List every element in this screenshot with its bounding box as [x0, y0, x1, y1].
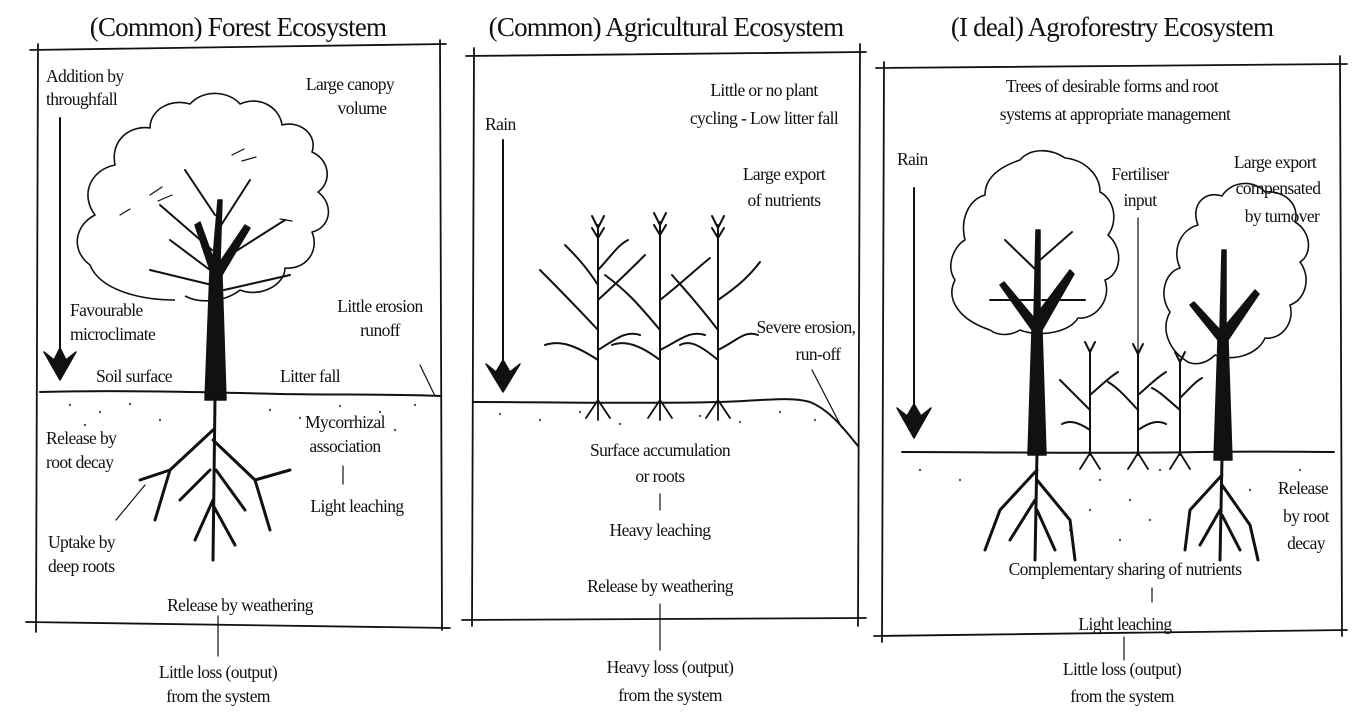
- agroforestry-right-tree-roots: [1185, 458, 1258, 560]
- forest-canopy-label-2: volume: [338, 98, 388, 118]
- maize-plants-agroforestry: [1060, 342, 1202, 455]
- agricultural-loss-label-1: Heavy loss (output): [607, 657, 734, 677]
- forest-uptake-label-2: deep roots: [48, 556, 115, 576]
- agroforestry-root-decay-label-2: by root: [1283, 506, 1330, 526]
- forest-microclimate-label-2: microclimate: [70, 324, 156, 344]
- agroforestry-loss-label-2: from the system: [1070, 686, 1175, 706]
- maize-plants-agricultural: [540, 213, 760, 420]
- forest-root-decay-label-1: Release by: [46, 428, 117, 448]
- forest-loss-label-2: from the system: [166, 686, 271, 706]
- agroforestry-root-decay-label-1: Release: [1278, 478, 1329, 498]
- agricultural-loss-label-2: from the system: [618, 685, 723, 705]
- forest-weathering-label: Release by weathering: [167, 595, 314, 615]
- agricultural-cycling-label-1: Little or no plant: [710, 80, 818, 100]
- agroforestry-export-label-3: by turnover: [1245, 206, 1320, 226]
- agricultural-title: (Common) Agricultural Ecosystem: [489, 12, 844, 42]
- agricultural-erosion-label-2: run-off: [795, 344, 841, 364]
- forest-addition-label-1: Addition by: [46, 66, 124, 86]
- rain-arrow-agroforestry: [897, 188, 931, 438]
- forest-canopy-label-1: Large canopy: [306, 74, 395, 94]
- agricultural-erosion-label-1: Severe erosion,: [757, 317, 856, 337]
- agricultural-weathering-label: Release by weathering: [587, 576, 734, 596]
- agricultural-leaching-label: Heavy leaching: [610, 520, 712, 540]
- agroforestry-left-tree-trunk: [1000, 230, 1074, 455]
- agroforestry-leaching-label: Light leaching: [1078, 614, 1172, 634]
- agroforestry-root-decay-label-3: decay: [1287, 533, 1326, 553]
- forest-soil-line: [40, 391, 440, 396]
- forest-root-decay-label-2: root decay: [46, 452, 114, 472]
- agroforestry-trees-label-1: Trees of desirable forms and root: [1006, 76, 1219, 96]
- forest-tree-roots: [140, 398, 290, 560]
- agroforestry-frame: [874, 56, 1347, 642]
- forest-erosion-label-2: runoff: [360, 320, 401, 340]
- agroforestry-panel: (I deal) Agroforestry Ecosystem: [874, 12, 1347, 706]
- forest-litter-fall-label: Litter fall: [280, 366, 341, 386]
- agricultural-cycling-label-2: cycling - Low litter fall: [690, 108, 839, 128]
- agroforestry-fertiliser-label-1: Fertiliser: [1111, 164, 1169, 184]
- agroforestry-export-label-1: Large export: [1234, 152, 1317, 172]
- forest-title: (Common) Forest Ecosystem: [90, 12, 387, 42]
- agricultural-panel: (Common) Agricultural Ecosystem: [462, 12, 866, 705]
- agricultural-export-label-1: Large export: [743, 164, 826, 184]
- agroforestry-title: (I deal) Agroforestry Ecosystem: [951, 12, 1274, 42]
- agroforestry-loss-label-1: Little loss (output): [1063, 659, 1182, 679]
- forest-erosion-label-1: Little erosion: [337, 296, 423, 316]
- forest-soil-surface-label: Soil surface: [96, 366, 173, 386]
- agroforestry-trees-label-2: systems at appropriate management: [1000, 104, 1231, 124]
- forest-addition-label-2: throughfall: [46, 89, 118, 109]
- forest-panel: (Common) Forest Ecosystem Addition by t: [26, 12, 450, 706]
- agroforestry-sharing-label: Complementary sharing of nutrients: [1009, 559, 1243, 579]
- agroforestry-left-tree-roots: [985, 452, 1075, 560]
- agroforestry-export-label-2: compensated: [1236, 178, 1322, 198]
- forest-microclimate-label-1: Favourable: [70, 300, 144, 320]
- forest-uptake-label-1: Uptake by: [48, 532, 116, 552]
- forest-leaching-label: Light leaching: [310, 496, 404, 516]
- agroforestry-right-tree-trunk: [1190, 250, 1259, 460]
- agricultural-soil-line: [474, 399, 858, 446]
- agricultural-accumulation-label-1: Surface accumulation: [590, 440, 731, 460]
- agroforestry-fertiliser-label-2: input: [1124, 190, 1158, 210]
- forest-loss-label-1: Little loss (output): [159, 662, 278, 682]
- agricultural-accumulation-label-2: or roots: [635, 466, 685, 486]
- agroforestry-soil-line: [902, 452, 1334, 453]
- agricultural-export-label-2: of nutrients: [748, 190, 822, 210]
- agroforestry-rain-label: Rain: [897, 149, 929, 169]
- agricultural-rain-label: Rain: [485, 114, 517, 134]
- forest-mycorrhizal-label-1: Mycorrhizal: [305, 412, 386, 432]
- rain-arrow-agricultural: [486, 140, 520, 392]
- forest-mycorrhizal-label-2: association: [309, 436, 381, 456]
